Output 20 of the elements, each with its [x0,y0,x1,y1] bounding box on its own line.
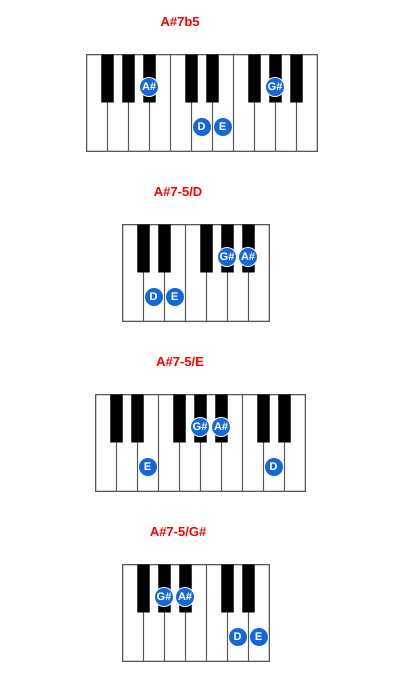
chord-title: A#7-5/G# [150,524,206,540]
note-marker: G# [155,588,173,606]
note-marker: G# [266,78,284,96]
note-marker: D [228,628,246,646]
note-marker: D [192,118,210,136]
note-marker: D [264,458,282,476]
note-marker: A# [140,78,158,96]
chord-title: A#7-5/E [156,354,204,370]
chord-title: A#7b5 [160,14,200,30]
note-marker: E [214,118,232,136]
note-marker: G# [191,418,209,436]
note-marker: D [144,288,162,306]
note-marker: A# [176,588,194,606]
note-marker: G# [218,248,236,266]
chord-title: A#7-5/D [154,184,202,200]
note-marker: E [250,628,268,646]
note-marker: A# [239,248,257,266]
note-marker: A# [212,418,230,436]
note-marker: E [166,288,184,306]
note-marker: E [138,458,156,476]
